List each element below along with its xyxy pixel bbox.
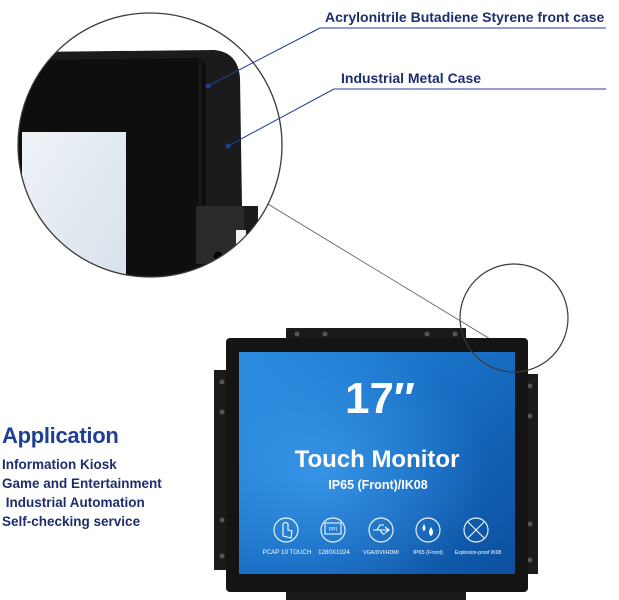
water-drops-icon bbox=[415, 517, 441, 543]
screen-title: Touch Monitor bbox=[295, 446, 460, 473]
feature-label: PCAP 10 TOUCH bbox=[263, 549, 312, 556]
application-item: Industrial Automation bbox=[2, 495, 145, 510]
screen-size: 17″ bbox=[345, 374, 415, 423]
magnifier-target-circle bbox=[459, 263, 569, 373]
feature-label: Explosion-proof IK08 bbox=[455, 550, 502, 556]
feature-label: 1280X1024 bbox=[318, 549, 350, 556]
feature-label: VGA/DVI/HDMI bbox=[363, 550, 399, 556]
application-item: Information Kiosk bbox=[2, 457, 117, 472]
feature-row: PPI PCAP 10 TOUCH 1280X1024 VGA/DVI/HDMI… bbox=[263, 517, 502, 556]
feature-label: IP65 (Front) bbox=[413, 550, 443, 556]
hand-touch-icon bbox=[273, 517, 299, 543]
front-case-callout: Acrylonitrile Butadiene Styrene front ca… bbox=[325, 9, 605, 25]
metal-case-callout: Industrial Metal Case bbox=[341, 70, 482, 86]
zoom-circle-outline bbox=[17, 12, 283, 278]
application-item: Self-checking service bbox=[2, 514, 141, 529]
ppi-display-icon: PPI bbox=[320, 517, 346, 543]
screen-subtitle: IP65 (Front)/IK08 bbox=[328, 478, 427, 492]
magnifier-leader-line bbox=[257, 197, 501, 346]
explosion-proof-icon bbox=[463, 517, 489, 543]
svg-text:PPI: PPI bbox=[329, 527, 337, 533]
application-section: Application Information Kiosk Game and E… bbox=[2, 423, 162, 531]
application-item: Game and Entertainment bbox=[2, 476, 162, 491]
application-heading: Application bbox=[2, 423, 119, 448]
usb-icon bbox=[368, 517, 394, 543]
zoom-detail-circle bbox=[18, 13, 282, 277]
